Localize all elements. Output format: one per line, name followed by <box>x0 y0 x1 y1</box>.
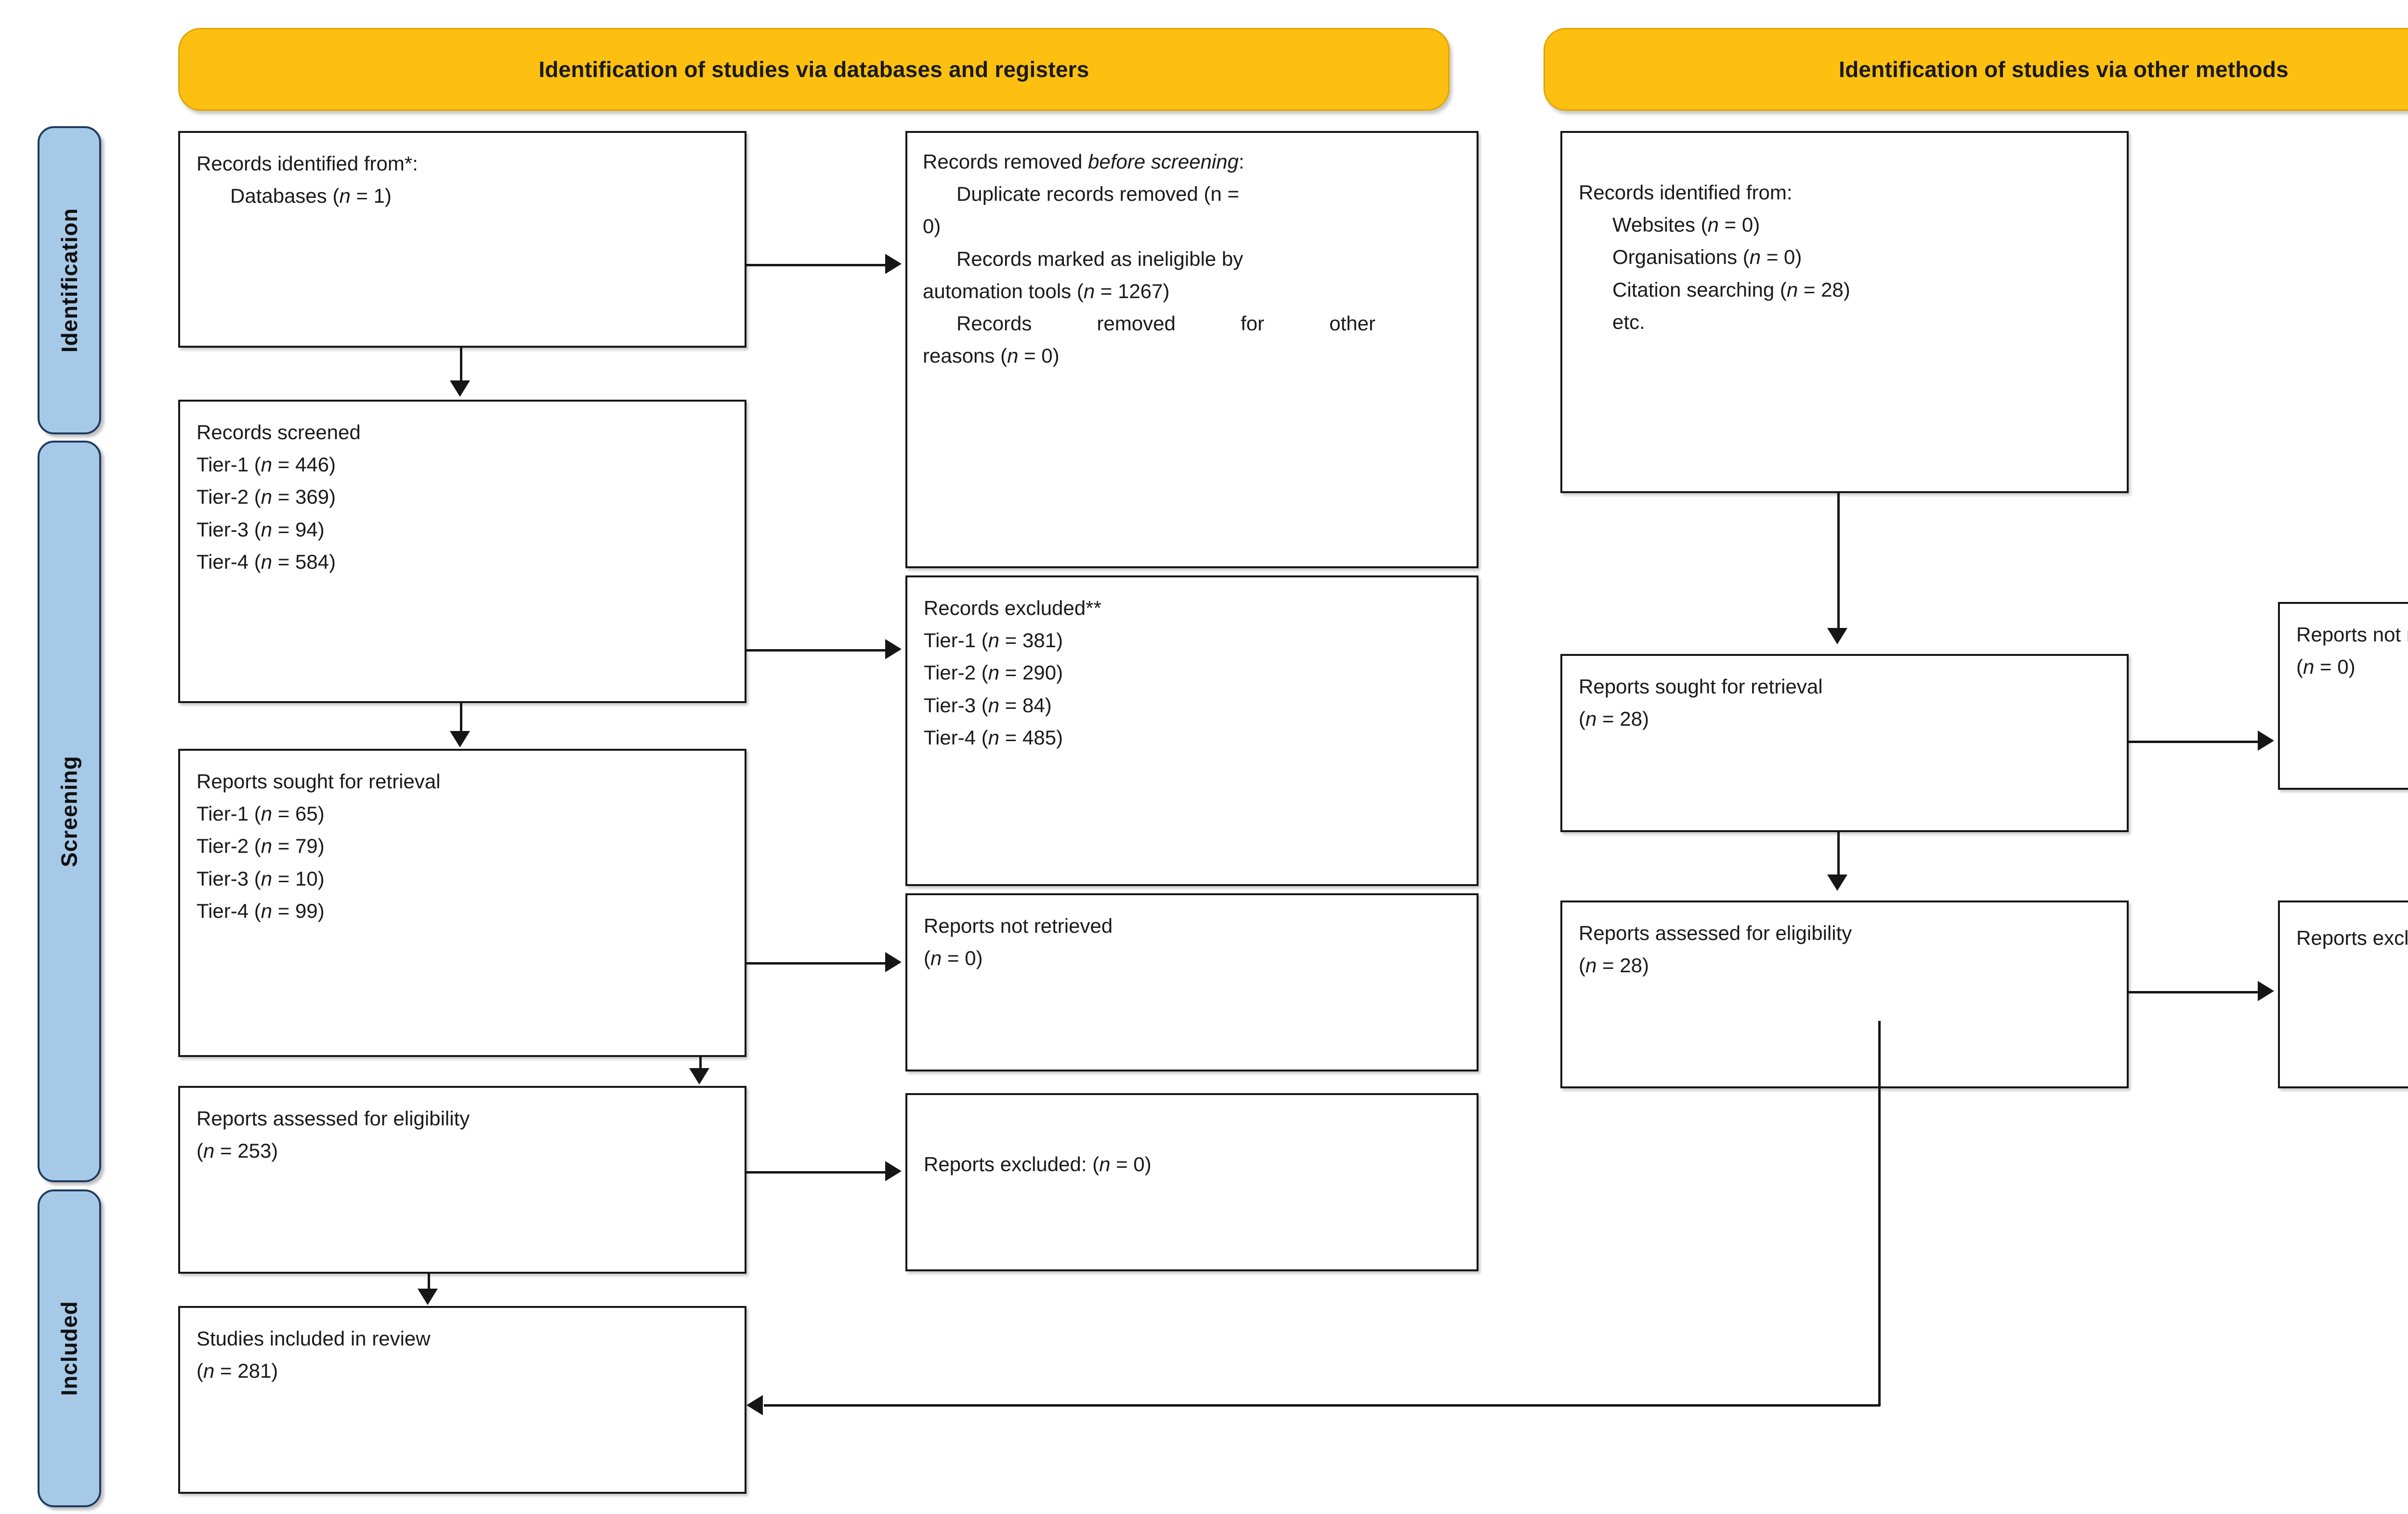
records-removed-line-0a: Duplicate records removed (n = <box>956 183 1240 206</box>
records-identified-other-line-0: Websites (n = 0) <box>1612 213 1760 236</box>
connector-identified-to-screened <box>460 348 462 380</box>
arrowhead-sought-to-not-retrieved <box>885 952 902 972</box>
arrowhead-other-sought-to-assessed <box>1827 874 1847 891</box>
records-removed-line-0b: 0) <box>923 215 941 238</box>
arrowhead-other-assessed-to-excluded <box>2258 981 2274 1001</box>
reports-not-retrieved-db-count: (n = 0) <box>924 947 983 970</box>
reports-sought-other-title: Reports sought for retrieval <box>1579 675 1823 698</box>
connector-other-sought-to-assessed <box>1837 832 1840 875</box>
records-removed-line-2b: reasons (n = 0) <box>923 344 1060 367</box>
reports-sought-db-tier-1: Tier-1 (n = 65) <box>196 802 325 825</box>
reports-assessed-other-title: Reports assessed for eligibility <box>1579 922 1852 944</box>
banner-other-methods: Identification of studies via other meth… <box>1544 28 2408 111</box>
reports-assessed-db-count: (n = 253) <box>196 1139 278 1162</box>
box-reports-sought-other: Reports sought for retrieval (n = 28) <box>1560 654 2129 832</box>
records-identified-db-title: Records identified from*: <box>196 152 418 175</box>
records-identified-db-line-0: Databases (n = 1) <box>230 184 392 208</box>
connector-screened-to-excluded <box>746 649 886 652</box>
reports-sought-db-tier-4: Tier-4 (n = 99) <box>196 899 325 922</box>
studies-included-title: Studies included in review <box>196 1327 431 1350</box>
box-records-identified-databases: Records identified from*: Databases (n =… <box>178 131 746 348</box>
phase-label-included: Included <box>57 1301 82 1396</box>
records-screened-tier-4: Tier-4 (n = 584) <box>196 550 336 573</box>
phase-tab-included: Included <box>38 1189 101 1507</box>
phase-tab-screening: Screening <box>38 441 101 1182</box>
connector-other-assessed-to-included-horizontal <box>764 1404 1880 1407</box>
records-excluded-tier-1: Tier-1 (n = 381) <box>924 629 1063 652</box>
records-identified-other-line-2: Citation searching (n = 28) <box>1612 278 1850 301</box>
connector-screened-to-sought <box>460 703 462 731</box>
records-screened-tier-1: Tier-1 (n = 446) <box>196 453 336 476</box>
arrowhead-other-assessed-to-included <box>746 1395 763 1415</box>
records-excluded-tier-3: Tier-3 (n = 84) <box>924 693 1052 717</box>
records-identified-other-line-1: Organisations (n = 0) <box>1612 246 1802 269</box>
box-studies-included: Studies included in review (n = 281) <box>178 1306 746 1494</box>
reports-not-retrieved-other-title: Reports not retrieved <box>2296 623 2408 646</box>
phase-tab-identification: Identification <box>38 126 101 434</box>
connector-assessed-to-included <box>428 1274 430 1293</box>
reports-not-retrieved-db-title: Reports not retrieved <box>924 914 1113 937</box>
reports-assessed-db-title: Reports assessed for eligibility <box>196 1107 470 1130</box>
arrowhead-screened-to-excluded <box>885 639 902 659</box>
studies-included-count: (n = 281) <box>196 1359 278 1383</box>
connector-other-assessed-to-included-vertical <box>1878 1021 1881 1406</box>
records-screened-tier-2: Tier-2 (n = 369) <box>196 485 336 509</box>
arrowhead-sought-to-assessed <box>689 1068 709 1084</box>
box-reports-sought-databases: Reports sought for retrieval Tier-1 (n =… <box>178 749 746 1057</box>
records-removed-line-1a: Records marked as ineligible by <box>956 247 1243 270</box>
reports-not-retrieved-other-count: (n = 0) <box>2296 655 2356 679</box>
phase-label-screening: Screening <box>57 756 82 867</box>
reports-sought-db-title: Reports sought for retrieval <box>196 770 441 793</box>
records-screened-tier-3: Tier-3 (n = 94) <box>196 518 325 541</box>
box-records-removed-before-screening: Records removed before screening: Duplic… <box>905 131 1479 568</box>
arrowhead-other-sought-to-not-retrieved <box>2258 731 2274 751</box>
reports-sought-other-count: (n = 28) <box>1579 707 1649 731</box>
records-removed-title: Records removed before screening: <box>923 150 1244 173</box>
records-screened-title: Records screened <box>196 421 361 444</box>
connector-other-sought-to-not-retrieved <box>2129 741 2259 743</box>
arrowhead-assessed-to-included <box>418 1289 438 1305</box>
phase-label-identification: Identification <box>57 208 82 353</box>
arrowhead-screened-to-sought <box>450 731 470 747</box>
box-reports-assessed-databases: Reports assessed for eligibility (n = 25… <box>178 1086 746 1274</box>
connector-other-assessed-to-excluded <box>2129 991 2259 993</box>
arrowhead-identified-to-screened <box>450 380 470 397</box>
connector-other-identified-to-sought <box>1837 493 1840 629</box>
records-removed-line-1b: automation tools (n = 1267) <box>923 279 1170 302</box>
box-reports-not-retrieved-other: Reports not retrieved (n = 0) <box>2278 602 2408 790</box>
box-records-excluded: Records excluded** Tier-1 (n = 381) Tier… <box>905 575 1479 886</box>
reports-sought-db-tier-2: Tier-2 (n = 79) <box>196 835 325 858</box>
arrowhead-identified-to-removed <box>885 254 902 274</box>
box-reports-excluded-other: Reports excluded: (n = 0) <box>2278 901 2408 1088</box>
box-records-identified-other: Records identified from: Websites (n = 0… <box>1560 131 2129 493</box>
reports-excluded-other-title: Reports excluded: (n = 0) <box>2296 927 2408 949</box>
arrowhead-other-identified-to-sought <box>1827 628 1847 644</box>
records-excluded-title: Records excluded** <box>924 597 1101 619</box>
connector-identified-to-removed <box>746 264 886 266</box>
arrowhead-assessed-to-excluded <box>885 1161 902 1181</box>
box-reports-assessed-other: Reports assessed for eligibility (n = 28… <box>1560 901 2129 1088</box>
reports-excluded-db-title: Reports excluded: (n = 0) <box>924 1153 1152 1175</box>
records-removed-line-2a: Records removed for other <box>956 312 1375 335</box>
connector-sought-to-assessed <box>699 1057 702 1071</box>
records-identified-other-line-3: etc. <box>1612 310 1645 333</box>
box-reports-not-retrieved-databases: Reports not retrieved (n = 0) <box>905 893 1479 1071</box>
records-excluded-tier-2: Tier-2 (n = 290) <box>924 661 1063 684</box>
banner-databases-registers: Identification of studies via databases … <box>178 28 1450 111</box>
connector-sought-to-not-retrieved <box>746 962 886 965</box>
reports-assessed-other-count: (n = 28) <box>1579 954 1649 977</box>
box-reports-excluded-databases: Reports excluded: (n = 0) <box>905 1093 1479 1271</box>
records-excluded-tier-4: Tier-4 (n = 485) <box>924 726 1063 749</box>
reports-sought-db-tier-3: Tier-3 (n = 10) <box>196 867 325 890</box>
records-identified-other-title: Records identified from: <box>1579 181 1793 204</box>
connector-assessed-to-excluded <box>746 1171 886 1174</box>
box-records-screened: Records screened Tier-1 (n = 446) Tier-2… <box>178 400 746 703</box>
